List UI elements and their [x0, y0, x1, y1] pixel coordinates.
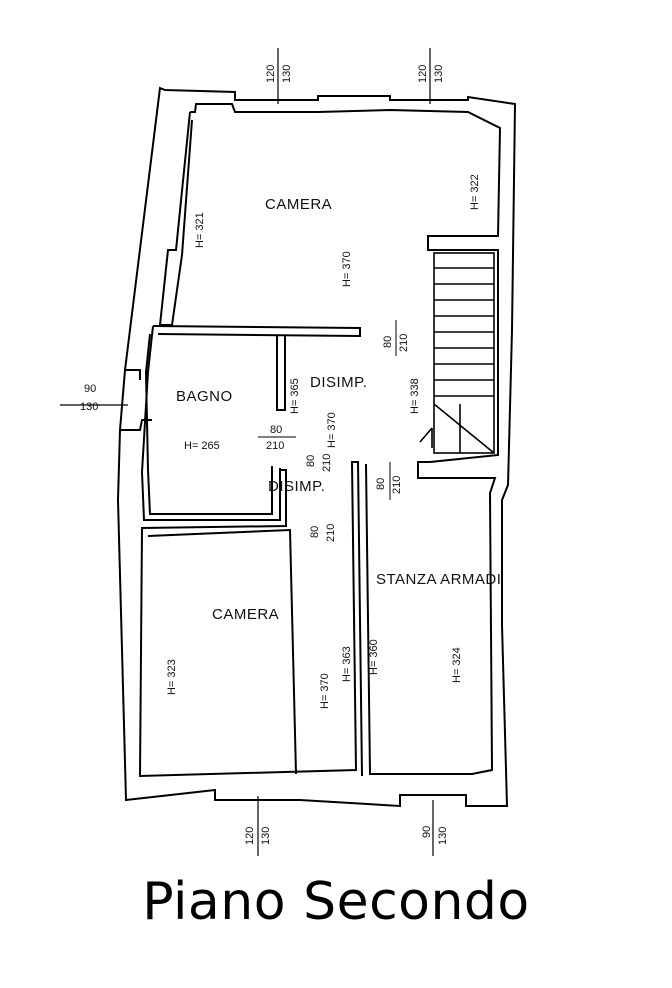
height-label-stair: H= 338	[409, 378, 421, 414]
staircase	[419, 252, 495, 454]
room-label-disimp-upper: DISIMP.	[310, 374, 367, 391]
height-label-camera-bottom-right: H= 363	[341, 646, 353, 682]
window-3-height: 130	[80, 401, 98, 413]
door-3-height: 210	[321, 454, 333, 472]
door-4-height: 210	[391, 476, 403, 494]
height-label-armadi-left: H= 360	[368, 639, 380, 675]
door-1-width: 80	[382, 336, 394, 348]
room-label-bagno: BAGNO	[176, 388, 233, 405]
window-4-width: 120	[244, 827, 256, 845]
height-label-camera-top-left: H= 321	[194, 212, 206, 248]
height-label-camera-bottom-center: H= 370	[319, 673, 331, 709]
height-label-bagno: H= 265	[184, 440, 220, 452]
window-1-height: 130	[281, 65, 293, 83]
room-label-stanza-armadi: STANZA ARMADI	[376, 571, 501, 588]
height-label-camera-top-right: H= 322	[469, 174, 481, 210]
door-3-width: 80	[305, 455, 317, 467]
door-5-height: 210	[325, 524, 337, 542]
door-2-height: 210	[266, 440, 284, 452]
room-label-camera-bottom: CAMERA	[212, 606, 279, 623]
height-label-camera-top-center: H= 370	[341, 251, 353, 287]
floor-title: Piano Secondo	[142, 872, 530, 932]
height-label-camera-bottom-left: H= 323	[166, 659, 178, 695]
exterior-walls	[116, 86, 517, 808]
window-2-height: 130	[433, 65, 445, 83]
door-2-width: 80	[270, 424, 282, 436]
height-label-disimp-center: H= 370	[326, 412, 338, 448]
height-label-armadi-right: H= 324	[451, 647, 463, 683]
window-4-height: 130	[260, 827, 272, 845]
window-5-width: 90	[421, 826, 433, 838]
door-4-width: 80	[375, 478, 387, 490]
window-markers	[60, 48, 434, 856]
door-1-height: 210	[398, 334, 410, 352]
room-label-camera-top: CAMERA	[265, 196, 332, 213]
window-2-width: 120	[417, 65, 429, 83]
room-label-disimp-lower: DISIMP.	[268, 478, 325, 495]
window-5-height: 130	[437, 827, 449, 845]
height-label-disimp-wall: H= 365	[289, 378, 301, 414]
door-5-width: 80	[309, 526, 321, 538]
window-1-width: 120	[265, 65, 277, 83]
window-3-width: 90	[84, 383, 96, 395]
